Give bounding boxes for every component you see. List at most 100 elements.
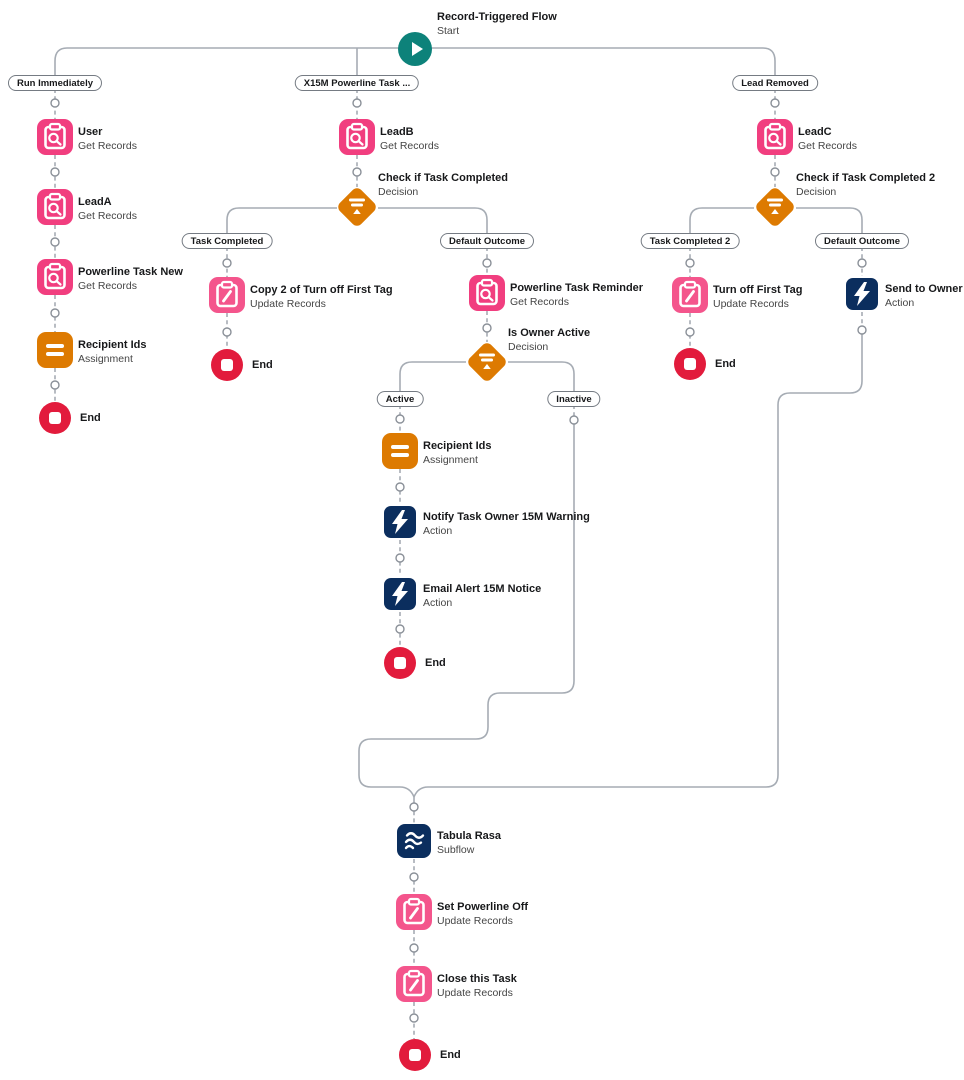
update-records-icon: [672, 277, 708, 313]
connector-line: [358, 424, 575, 798]
node-title: Set Powerline Off: [437, 901, 529, 913]
node-subtitle: Update Records: [437, 986, 513, 999]
node-title: Recipient Ids: [78, 339, 147, 351]
assignment-icon: [382, 433, 418, 469]
action-icon: [384, 578, 416, 610]
add-node-circle[interactable]: [50, 98, 60, 108]
get-records-icon: [37, 189, 73, 225]
node-subtitle: Start: [437, 24, 460, 37]
add-node-circle[interactable]: [409, 943, 419, 953]
node-subtitle: Decision: [796, 185, 837, 198]
node-title: Notify Task Owner 15M Warning: [423, 511, 590, 523]
add-node-circle[interactable]: [395, 624, 405, 634]
connector-line: [413, 334, 863, 798]
assignment-icon: [37, 332, 73, 368]
node-title: Email Alert 15M Notice: [423, 583, 542, 595]
add-node-circle[interactable]: [50, 380, 60, 390]
add-node-circle[interactable]: [395, 482, 405, 492]
connector-line: [796, 207, 863, 233]
node-subtitle: Update Records: [437, 914, 513, 927]
node-title: End: [252, 359, 273, 371]
node-subtitle: Get Records: [78, 209, 137, 222]
node-subtitle: Get Records: [78, 279, 137, 292]
add-node-circle[interactable]: [352, 98, 362, 108]
end-icon: [39, 402, 71, 434]
add-node-circle[interactable]: [50, 237, 60, 247]
add-node-circle[interactable]: [482, 258, 492, 268]
end-icon: [384, 647, 416, 679]
node-title: Is Owner Active: [508, 327, 591, 339]
add-node-circle[interactable]: [222, 327, 232, 337]
node-title: User: [78, 126, 103, 138]
get-records-icon: [339, 119, 375, 155]
add-node-circle[interactable]: [352, 167, 362, 177]
update-records-icon: [209, 277, 245, 313]
add-node-circle[interactable]: [395, 414, 405, 424]
connector-line: [378, 207, 488, 233]
get-records-icon: [469, 275, 505, 311]
node-title: Close this Task: [437, 973, 517, 985]
add-node-circle[interactable]: [569, 415, 579, 425]
node-title: LeadC: [798, 126, 832, 138]
node-title: End: [715, 358, 736, 370]
connector-line: [226, 207, 337, 233]
add-node-circle[interactable]: [395, 553, 405, 563]
node-title: Recipient Ids: [423, 440, 492, 452]
add-node-circle[interactable]: [770, 167, 780, 177]
branch-pill-inactive: Inactive: [547, 391, 601, 407]
node-title: Check if Task Completed: [378, 172, 508, 184]
node-subtitle: Action: [423, 524, 453, 537]
node-subtitle: Update Records: [250, 297, 326, 310]
get-records-icon: [37, 259, 73, 295]
add-node-circle[interactable]: [409, 802, 419, 812]
node-subtitle: Update Records: [713, 297, 789, 310]
branch-pill-x15m-powerline-task: X15M Powerline Task ...: [294, 75, 420, 91]
branch-pill-task-completed-2: Task Completed 2: [640, 233, 740, 249]
decision-glyph: [760, 190, 790, 225]
add-node-circle[interactable]: [50, 167, 60, 177]
node-title: Send to Owner: [885, 283, 963, 295]
add-node-circle[interactable]: [857, 258, 867, 268]
node-subtitle: Get Records: [78, 139, 137, 152]
node-subtitle: Get Records: [798, 139, 857, 152]
start-play-icon: [398, 32, 432, 66]
add-node-circle[interactable]: [770, 98, 780, 108]
node-title: Check if Task Completed 2: [796, 172, 936, 184]
node-title: Turn off First Tag: [713, 284, 803, 296]
add-node-circle[interactable]: [685, 258, 695, 268]
node-title: LeadA: [78, 196, 112, 208]
add-node-circle[interactable]: [857, 325, 867, 335]
decision-glyph: [342, 190, 372, 225]
add-node-circles: [50, 98, 867, 1023]
action-icon: [384, 506, 416, 538]
add-node-circle[interactable]: [685, 327, 695, 337]
connector-line: [689, 207, 754, 233]
get-records-icon: [37, 119, 73, 155]
branch-pill-default-outcome-2: Default Outcome: [814, 233, 910, 249]
node-subtitle: Assignment: [78, 352, 133, 365]
end-icon: [399, 1039, 431, 1071]
action-icon: [846, 278, 878, 310]
node-title: End: [425, 657, 446, 669]
end-icon: [674, 348, 706, 380]
node-subtitle: Decision: [378, 185, 419, 198]
node-title: Powerline Task New: [78, 266, 183, 278]
update-records-icon: [396, 894, 432, 930]
add-node-circle[interactable]: [50, 308, 60, 318]
end-icon: [211, 349, 243, 381]
add-node-circle[interactable]: [409, 1013, 419, 1023]
node-subtitle: Assignment: [423, 453, 478, 466]
subflow-icon: [397, 824, 431, 858]
branch-pill-default-outcome-1: Default Outcome: [439, 233, 535, 249]
add-node-circle[interactable]: [409, 872, 419, 882]
node-subtitle: Subflow: [437, 843, 475, 856]
add-node-circle[interactable]: [482, 323, 492, 333]
add-node-circle[interactable]: [222, 258, 232, 268]
connector-line: [399, 361, 466, 391]
node-subtitle: Get Records: [510, 295, 569, 308]
update-records-icon: [396, 966, 432, 1002]
connector-line: [508, 361, 575, 391]
branch-pill-active: Active: [376, 391, 424, 407]
node-subtitle: Get Records: [380, 139, 439, 152]
